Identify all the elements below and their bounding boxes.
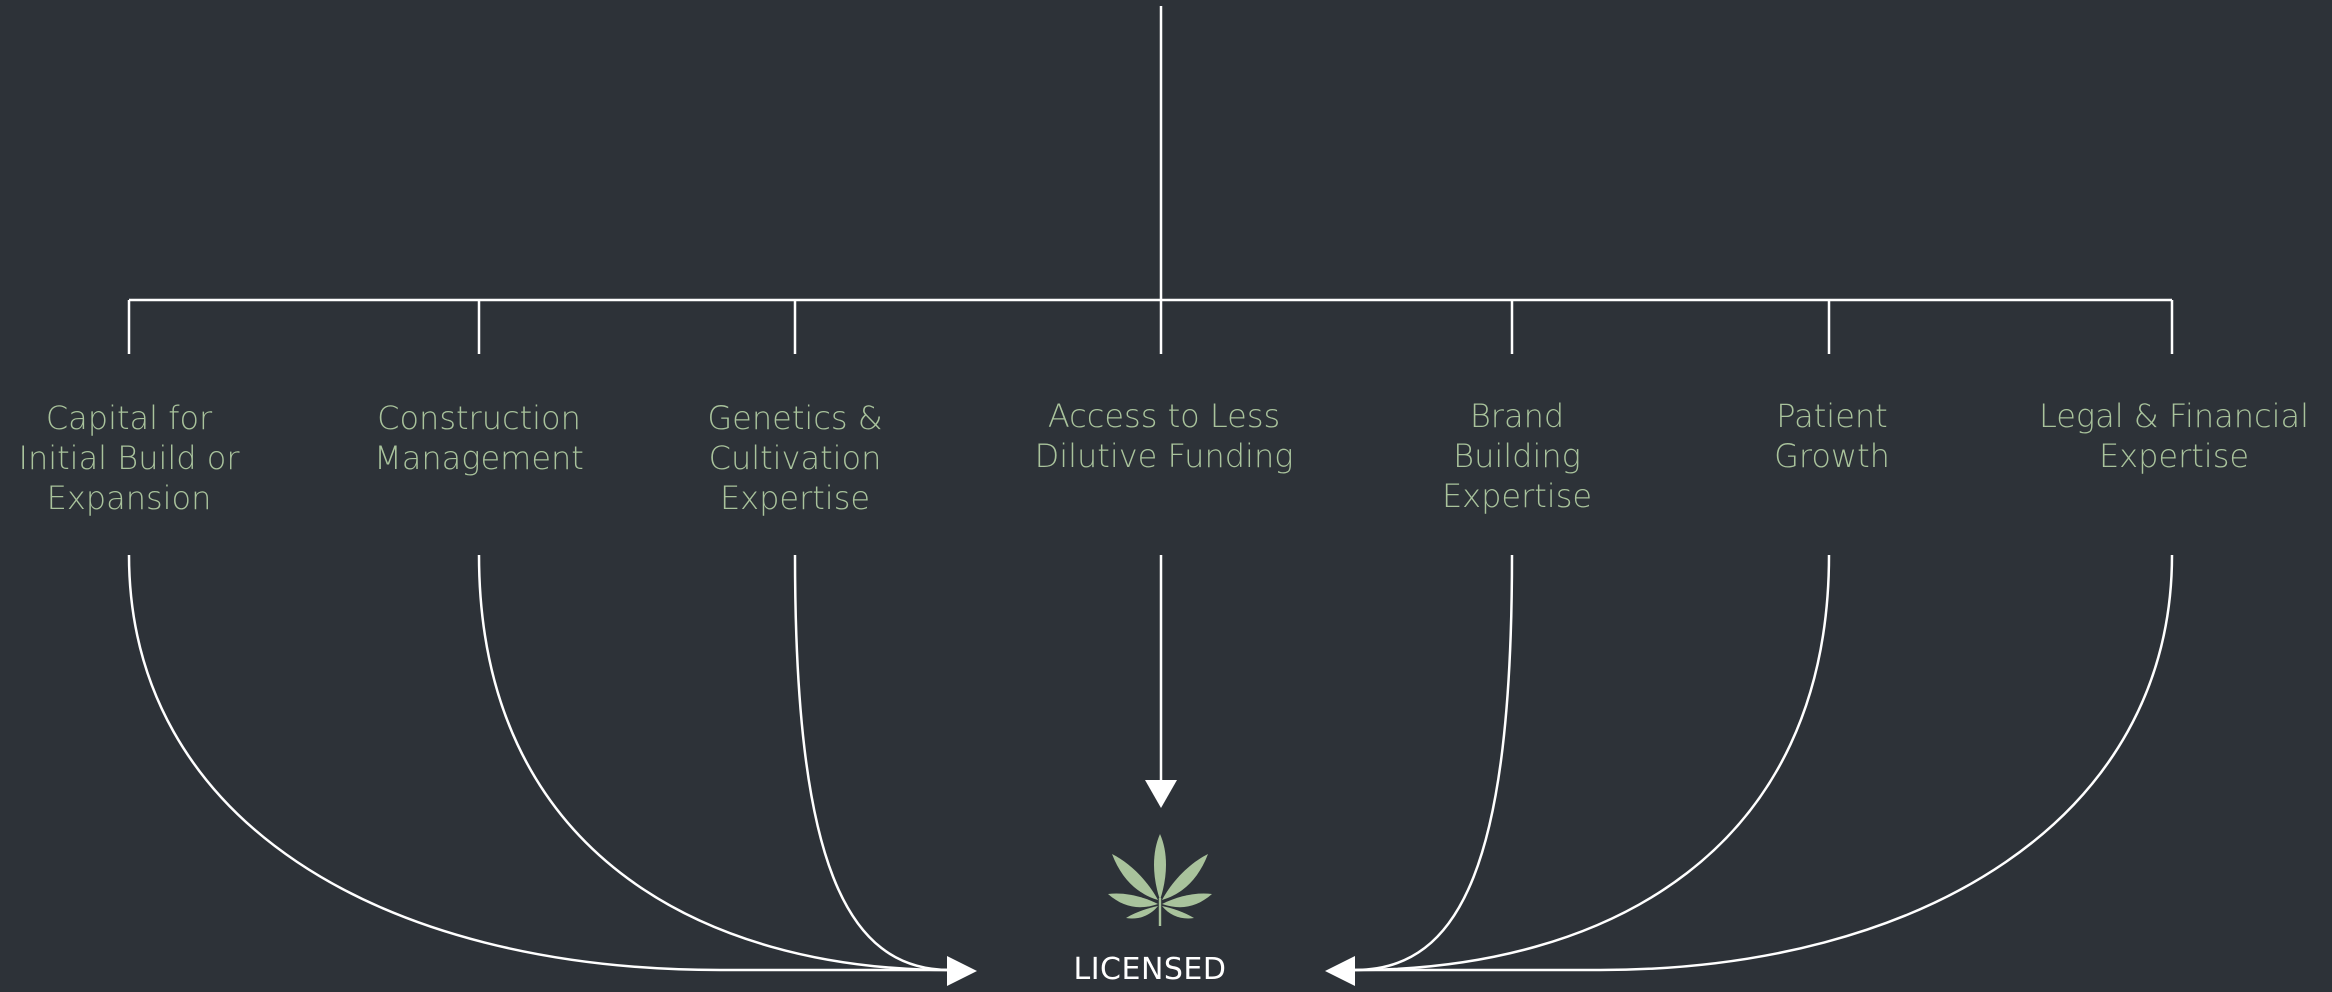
curve-line-6 bbox=[1354, 554, 1831, 972]
label-brand: Brand Building Expertise bbox=[1441, 397, 1593, 515]
label-patient: Patient Growth bbox=[1774, 397, 1890, 475]
label-construction: Construction Management bbox=[374, 399, 584, 477]
curve-line-5 bbox=[1354, 554, 1514, 972]
cannabis-leaf-icon bbox=[1108, 834, 1212, 926]
curve-line-2 bbox=[477, 554, 951, 972]
licensed-producer-label: LICENSED PRODUCER bbox=[1073, 952, 1227, 987]
label-capital: Capital for Initial Build or Expansion bbox=[18, 399, 240, 517]
label-funding: Access to Less Dilutive Funding bbox=[1034, 397, 1294, 475]
right-arrowhead bbox=[1325, 956, 1355, 986]
label-legal: Legal & Financial Expertise bbox=[2038, 397, 2310, 475]
center-arrowhead bbox=[1145, 780, 1177, 808]
left-arrowhead bbox=[947, 956, 977, 986]
curve-line-1 bbox=[127, 554, 950, 972]
curve-line-7 bbox=[1355, 554, 2174, 972]
label-genetics: Genetics & Cultivation Expertise bbox=[707, 399, 883, 517]
curve-line-3 bbox=[793, 554, 951, 972]
